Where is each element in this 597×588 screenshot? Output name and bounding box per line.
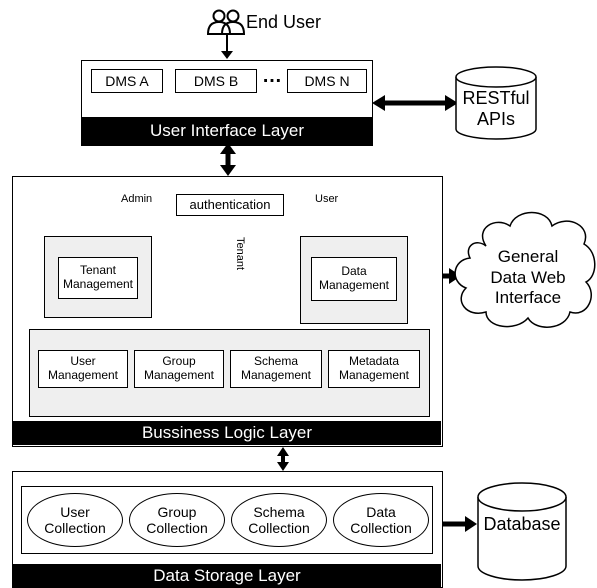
data-mgmt-line2: Management xyxy=(318,278,390,292)
logic-storage-arrow xyxy=(277,447,289,471)
ui-logic-arrow xyxy=(220,143,236,176)
dms-n-box[interactable]: DMS N xyxy=(287,69,367,93)
web-interface-label: General Data Web Interface xyxy=(470,238,586,318)
database-cylinder xyxy=(477,482,567,581)
module-line2: Management xyxy=(338,368,410,382)
storage-layer: User Collection Group Collection Schema … xyxy=(12,471,443,588)
collection-line2: Collection xyxy=(350,520,412,536)
group-management-box[interactable]: Group Management xyxy=(134,350,224,388)
collection-line2: Collection xyxy=(146,520,208,536)
dms-label: DMS A xyxy=(105,72,149,89)
collection-line1: Data xyxy=(366,503,396,520)
logic-layer: authentication Admin User Tenant Tenant … xyxy=(12,176,443,447)
restful-line1: RESTful xyxy=(462,88,530,109)
user-management-box[interactable]: User Management xyxy=(38,350,128,388)
collection-line2: Collection xyxy=(44,520,106,536)
module-line2: Management xyxy=(47,368,119,382)
user-label: User xyxy=(315,193,339,205)
schema-management-box[interactable]: Schema Management xyxy=(230,350,322,388)
schema-collection[interactable]: Schema Collection xyxy=(231,493,327,547)
collection-line1: User xyxy=(60,503,90,520)
database-label: Database xyxy=(483,513,561,534)
restful-cylinder xyxy=(455,66,537,140)
dms-label: DMS B xyxy=(193,72,239,89)
user-collection[interactable]: User Collection xyxy=(27,493,123,547)
group-collection[interactable]: Group Collection xyxy=(129,493,225,547)
module-line1: Schema xyxy=(253,354,299,369)
tenant-mgmt-line2: Management xyxy=(62,277,134,291)
tenant-mgmt-line1: Tenant xyxy=(79,263,117,278)
ui-layer-title: User Interface Layer xyxy=(82,117,372,145)
end-user-arrow xyxy=(221,51,233,59)
logic-layer-title: Bussiness Logic Layer xyxy=(13,421,441,445)
collections-panel: User Collection Group Collection Schema … xyxy=(21,486,433,554)
restful-line2: APIs xyxy=(476,109,515,129)
authentication-box[interactable]: authentication xyxy=(176,194,284,216)
module-line1: Metadata xyxy=(348,354,400,369)
admin-label: Admin xyxy=(121,193,153,205)
web-line3: Interface xyxy=(494,288,562,308)
end-user-icon xyxy=(206,9,246,35)
dms-label: DMS N xyxy=(304,72,350,89)
storage-layer-title: Data Storage Layer xyxy=(13,564,441,587)
restful-apis-label: RESTful APIs xyxy=(456,84,536,134)
data-management-box[interactable]: Data Management xyxy=(311,257,397,301)
module-line1: User xyxy=(70,354,96,369)
web-line2: Data Web xyxy=(490,267,566,287)
tenant-management-box[interactable]: Tenant Management xyxy=(58,257,138,299)
web-interface-cloud xyxy=(454,211,596,328)
dms-b-box[interactable]: DMS B xyxy=(175,69,257,93)
collection-line1: Group xyxy=(157,503,197,520)
dms-ellipsis: … xyxy=(262,65,282,87)
collection-line1: Schema xyxy=(253,503,305,520)
module-line2: Management xyxy=(240,368,312,382)
collection-line2: Collection xyxy=(248,520,310,536)
authentication-label: authentication xyxy=(189,196,271,212)
module-line1: Group xyxy=(162,354,196,369)
tenant-label: Tenant xyxy=(234,237,246,271)
end-user-label: End User xyxy=(246,12,322,32)
modules-panel: User Management Group Management Schema … xyxy=(29,329,430,417)
module-line2: Management xyxy=(143,368,215,382)
ui-restful-arrow xyxy=(372,95,458,111)
tenant-management-panel: Tenant Management xyxy=(44,236,152,318)
data-collection[interactable]: Data Collection xyxy=(333,493,429,547)
web-line1: General xyxy=(497,247,559,267)
ui-layer: DMS A DMS B … DMS N User Interface Layer xyxy=(81,60,373,146)
data-mgmt-line1: Data xyxy=(341,264,367,279)
data-management-panel: Data Management xyxy=(300,236,408,324)
metadata-management-box[interactable]: Metadata Management xyxy=(328,350,420,388)
dms-a-box[interactable]: DMS A xyxy=(91,69,163,93)
